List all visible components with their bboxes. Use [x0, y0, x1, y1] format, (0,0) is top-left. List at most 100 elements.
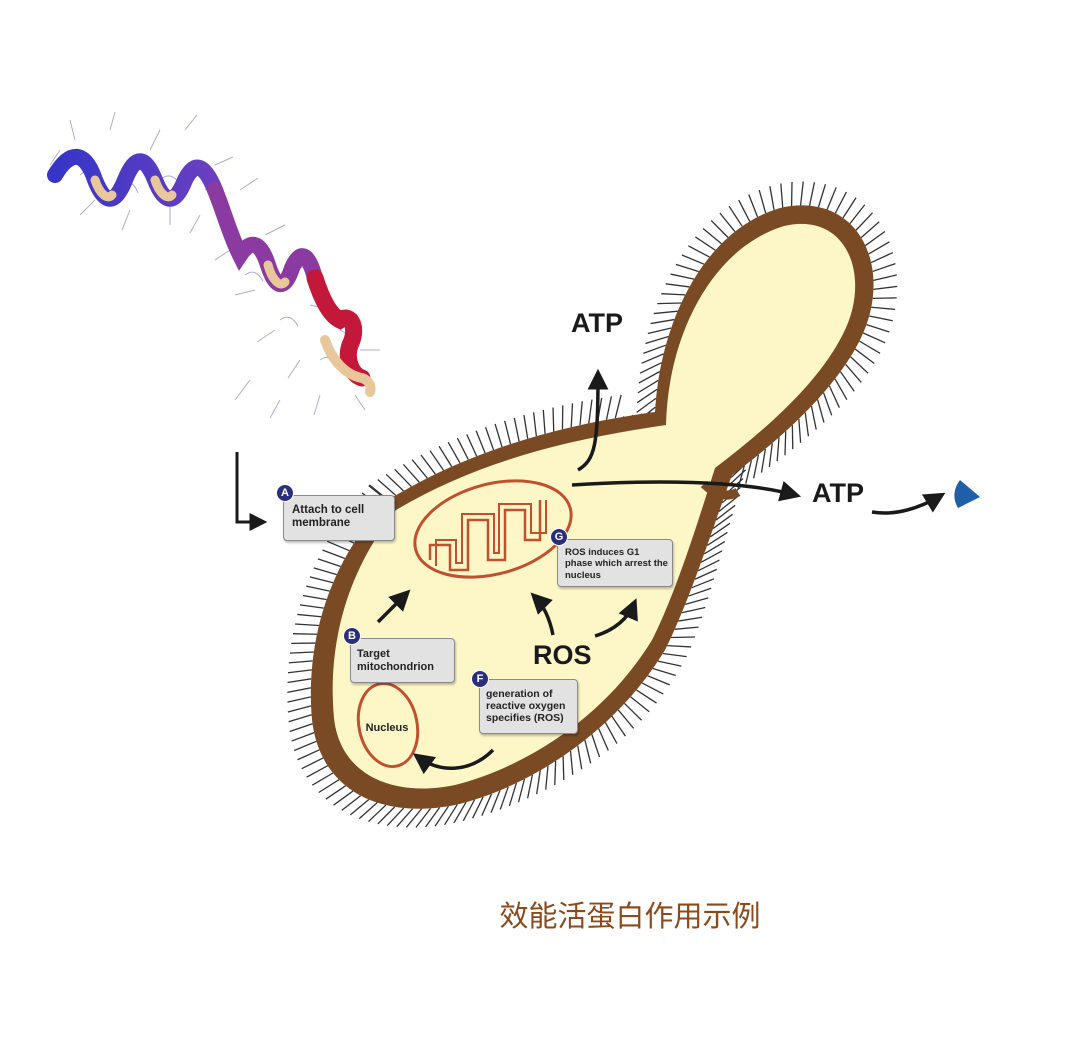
cell-hair [865, 230, 886, 247]
cell-hair [358, 802, 378, 820]
cell-hair [306, 585, 330, 592]
cell-hair [570, 403, 574, 428]
cell-hair [309, 576, 334, 584]
cell-hair [438, 445, 453, 467]
cell-hair [624, 702, 643, 721]
cell-hair [536, 770, 541, 795]
cell-hair [287, 678, 312, 684]
cell-hair [834, 191, 848, 214]
cell-hair [341, 795, 362, 811]
cell-hair [872, 262, 896, 273]
pathway-arrows [376, 368, 946, 775]
cell-hair [706, 531, 728, 546]
cell-hair [617, 709, 635, 729]
peptide-helix-icon [47, 111, 380, 419]
cell-hair [333, 790, 354, 806]
cell-hair [301, 757, 324, 770]
badge-b: B [343, 627, 361, 645]
cell-hair [569, 750, 574, 775]
cell-hair [542, 409, 546, 434]
cell-hair [675, 263, 700, 273]
cell-hair [472, 796, 484, 819]
cell-hair [776, 437, 780, 462]
cell-hair [718, 495, 739, 512]
cell-hair [499, 786, 509, 810]
cell-hair [475, 430, 486, 454]
cell-hair [636, 397, 657, 413]
cell-hair [702, 227, 722, 245]
cell-hair [288, 660, 313, 664]
cell-hair [862, 332, 886, 344]
callout-target: Target mitochondrion [350, 638, 455, 683]
cell-hair [289, 651, 314, 654]
cell-hair [311, 772, 334, 786]
cell-hair [545, 765, 549, 790]
arrow-to-atp-top [577, 368, 609, 472]
arrow-ros-right [594, 598, 638, 638]
cell-hair [326, 540, 350, 552]
atp-label-top: ATP [571, 308, 623, 338]
cell-hair [611, 715, 626, 737]
cell-hair [490, 790, 501, 813]
cell-hair [411, 459, 428, 479]
cell-hair [691, 578, 715, 589]
cell-hair [868, 241, 890, 255]
cell-hair [748, 194, 759, 218]
cell-hair [405, 808, 423, 828]
cell-hairs [287, 181, 898, 828]
cell-hair [526, 774, 534, 799]
cell-hair [694, 568, 718, 580]
atp-label-right: ATP [812, 478, 864, 508]
cell-hair [828, 385, 840, 408]
cell-hair [456, 437, 469, 460]
cell-hair [402, 463, 420, 483]
cell-hair [873, 285, 898, 291]
cell-hair [834, 378, 848, 400]
cell-hair [638, 370, 661, 384]
cell-hair [377, 479, 397, 496]
cell-hair [396, 808, 414, 828]
cell-hair [466, 434, 478, 457]
cell-hair [639, 362, 662, 374]
cell-hair [678, 616, 703, 622]
cell-hair [508, 782, 518, 807]
cell-hair [728, 205, 743, 227]
cell-hair [703, 541, 726, 555]
cell-hair [681, 254, 705, 265]
cell-hair [297, 749, 320, 761]
cell-hair [299, 604, 324, 609]
cell-hair [753, 454, 760, 479]
cell-hair [292, 633, 318, 635]
cell-hair [810, 405, 817, 430]
cell-hair [584, 739, 592, 764]
cell-hair [657, 302, 682, 305]
callout-target-text: Target mitochondrion [357, 648, 434, 673]
badge-a: A [276, 484, 294, 502]
cell-hair [866, 323, 890, 333]
cell-hair [662, 652, 687, 658]
cell-hair [447, 441, 461, 464]
cell-hair [684, 597, 709, 606]
cell-hair [688, 587, 712, 597]
cell-hair [288, 714, 312, 723]
cell-hair [670, 273, 695, 280]
cell-hair [695, 236, 716, 251]
cell-hair [504, 420, 512, 445]
cell-hair [808, 182, 816, 206]
cell-hair [784, 431, 787, 456]
cell-hair [313, 567, 337, 576]
cell-hair [661, 293, 686, 296]
cell-hair [297, 613, 322, 618]
cell-hair [494, 423, 503, 448]
cell-hair [804, 412, 810, 437]
cell-hair [287, 687, 312, 693]
cell-hair [386, 807, 405, 827]
callout-ros-induces: ROS induces G1 phase which arrest the nu… [557, 539, 673, 587]
cell-hair [637, 379, 659, 394]
cytoplasm [332, 223, 856, 789]
cell-hair [849, 204, 866, 225]
callout-attach-text: Attach to cell membrane [292, 504, 365, 530]
cell-hair [839, 371, 855, 392]
callout-attach: Attach to cell membrane [283, 495, 395, 541]
